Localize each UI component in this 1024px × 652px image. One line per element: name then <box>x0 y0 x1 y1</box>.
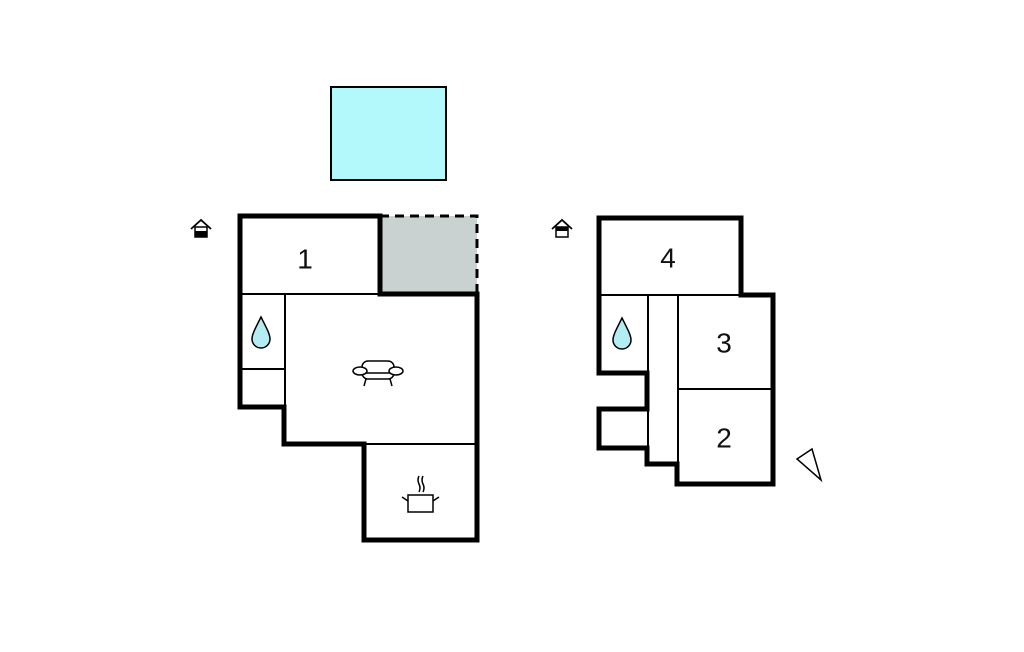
room-label-1: 1 <box>297 244 313 275</box>
water-drop-icon <box>612 316 632 350</box>
ground-floor: 1 <box>190 213 480 543</box>
house-floor-icon <box>551 218 573 238</box>
upper-floor: 4 3 2 <box>551 215 823 487</box>
exterior-wall <box>596 215 776 487</box>
water-drop-icon <box>251 315 271 349</box>
interior-walls <box>599 294 773 484</box>
north-arrow-icon <box>795 447 823 483</box>
pool <box>330 86 447 181</box>
house-floor-icon <box>190 218 212 238</box>
terrace-dashed-edge <box>380 214 479 294</box>
room-label-2: 2 <box>716 423 732 454</box>
room-label-4: 4 <box>660 243 676 274</box>
exterior-wall <box>237 213 480 543</box>
room-label-3: 3 <box>716 328 732 359</box>
cooking-pot-icon <box>401 475 440 513</box>
interior-walls <box>240 293 477 445</box>
sofa-icon <box>352 360 404 387</box>
terrace <box>380 216 477 294</box>
